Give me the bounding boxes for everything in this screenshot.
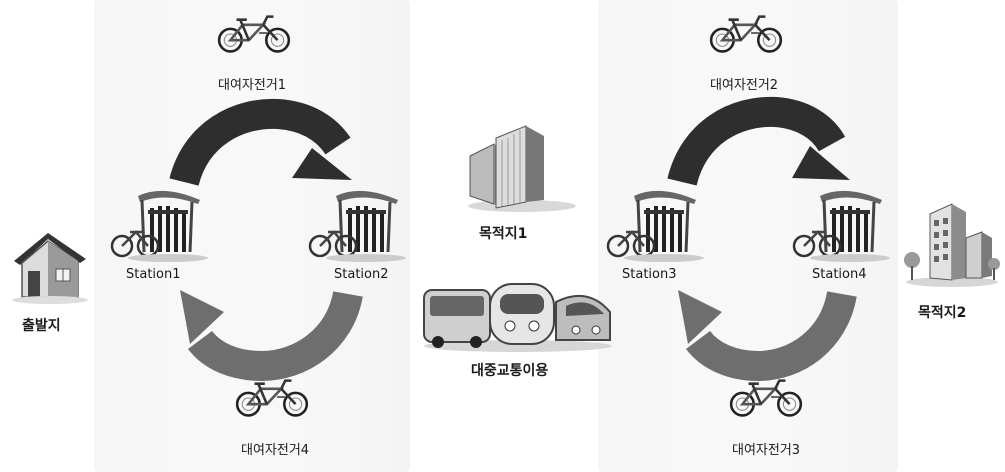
clockwise-arrow-top-right [667,96,852,187]
station4-label: Station4 [812,267,867,282]
right-bottom-bike-label: 대여자전거3 [732,443,801,458]
destination2-label: 목적지2 [918,305,967,321]
destination1-label: 목적지1 [479,226,528,242]
left-top-bike-label: 대여자전거1 [218,78,287,93]
office-buildings-icon [464,125,584,212]
station-icon-1 [108,186,208,266]
clockwise-arrow-bottom-right [678,290,857,382]
station-icon-2 [306,186,406,266]
left-bottom-bike-label: 대여자전거4 [241,443,310,458]
station-icon-4 [790,186,890,266]
origin-label: 출발지 [22,318,61,334]
house-icon [8,225,92,305]
bicycle-icon-2 [706,12,788,54]
bicycle-icon-3 [726,376,808,418]
bus-train-icon [420,272,616,352]
station-icon-3 [604,186,704,266]
bicycle-icon-1 [214,12,296,54]
bicycle-icon-4 [232,376,314,418]
right-top-bike-label: 대여자전거2 [710,78,779,93]
station1-label: Station1 [126,267,181,282]
station2-label: Station2 [334,267,389,282]
clockwise-arrow-top-left [169,98,358,187]
station3-label: Station3 [622,267,677,282]
city-buildings-icon [900,198,1000,288]
transit-label: 대중교통이용 [471,363,549,379]
clockwise-arrow-bottom-left [180,290,363,382]
